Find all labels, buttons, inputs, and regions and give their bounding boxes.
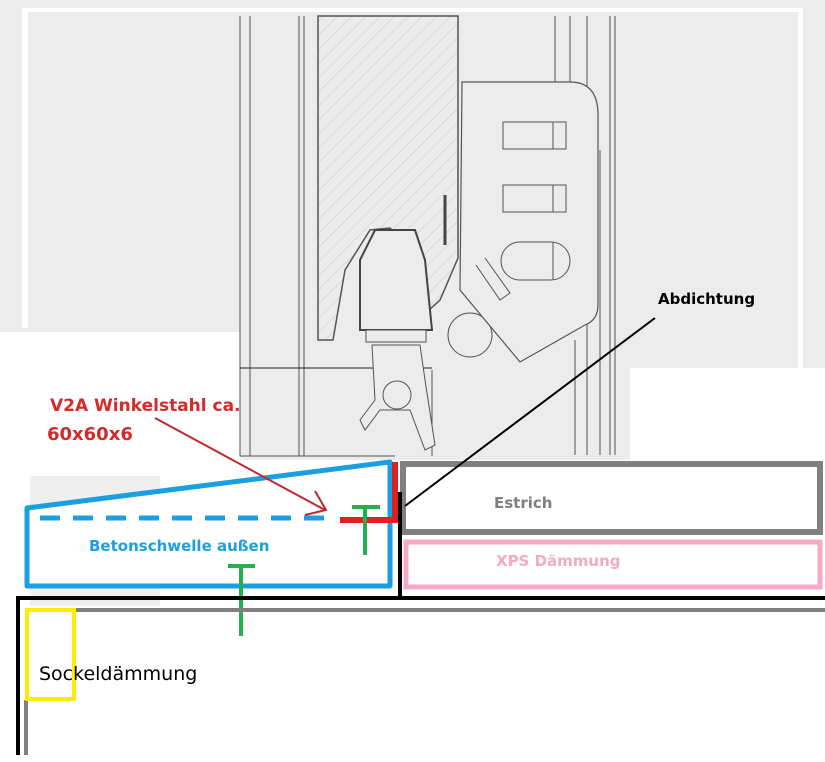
label-winkelstahl: V2A Winkelstahl ca. — [50, 396, 241, 416]
window-profile-drawing — [0, 0, 825, 606]
abdichtung-leader — [404, 317, 656, 507]
plinth-insulation-box — [25, 608, 76, 701]
label-xps: XPS Dämmung — [496, 552, 621, 570]
label-abdichtung: Abdichtung — [658, 290, 756, 308]
steel-angle — [340, 462, 398, 523]
anchor-symbols — [228, 505, 380, 636]
concrete-sill — [24, 459, 393, 589]
xps-box — [403, 539, 823, 590]
label-sockeldaemmung: Sockeldämmung — [39, 663, 198, 685]
label-estrich: Estrich — [494, 494, 553, 512]
waterproofing-lines — [16, 492, 825, 755]
winkelstahl-arrow — [154, 417, 328, 516]
label-winkelstahl-size: 60x60x6 — [47, 424, 133, 445]
label-betonschwelle: Betonschwelle außen — [89, 537, 270, 555]
estrich-box — [400, 461, 823, 535]
